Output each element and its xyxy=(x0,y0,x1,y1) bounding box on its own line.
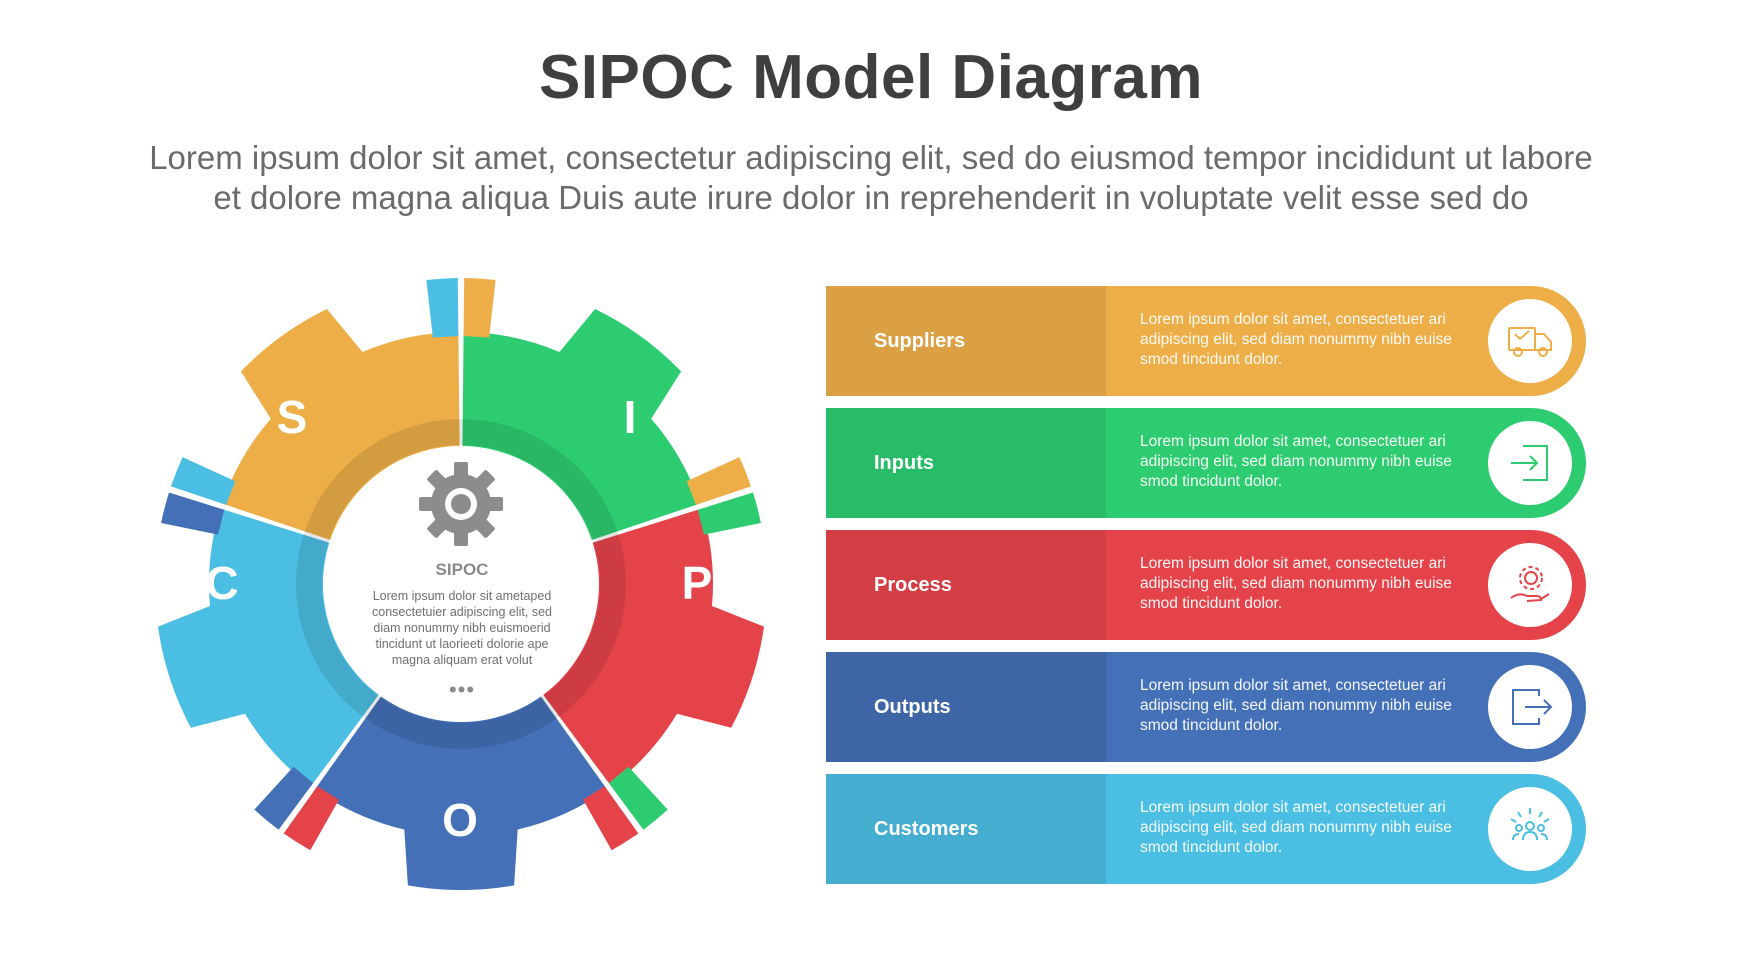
gear-center-title: SIPOC xyxy=(435,560,489,579)
row-description-line: Lorem ipsum dolor sit amet, consectetuer… xyxy=(1140,555,1446,572)
row-description-line: adipiscing elit, sed diam nonummy nibh e… xyxy=(1140,697,1452,714)
row-description-line: Lorem ipsum dolor sit amet, consectetuer… xyxy=(1140,677,1446,694)
row-description-line: smod tincidunt dolor. xyxy=(1140,595,1283,612)
gear-tooth xyxy=(161,492,225,535)
gear-center-text-line: consectetuier adipiscing elit, sed xyxy=(372,605,552,619)
row-description-line: adipiscing elit, sed diam nonummy nibh e… xyxy=(1140,453,1452,470)
gear-center-circle xyxy=(323,446,599,722)
row-label: Process xyxy=(874,574,952,596)
row-description: Lorem ipsum dolor sit amet, consectetuer… xyxy=(1140,432,1480,492)
hand-gear-icon xyxy=(1488,543,1572,627)
row-header: Inputs xyxy=(826,408,1106,518)
gear-tooth xyxy=(463,278,496,338)
row-description-line: adipiscing elit, sed diam nonummy nibh e… xyxy=(1140,819,1452,836)
gear-inner-ring xyxy=(296,419,626,749)
page-subtitle: Lorem ipsum dolor sit amet, consectetur … xyxy=(60,138,1682,218)
row-header: Suppliers xyxy=(826,286,1106,396)
gear-tooth xyxy=(426,278,459,338)
delivery-truck-icon xyxy=(1488,299,1572,383)
gear-segment-inputs xyxy=(462,309,700,542)
logout-arrow-icon xyxy=(1488,665,1572,749)
gear-tooth xyxy=(171,457,236,505)
login-arrow-icon xyxy=(1488,421,1572,505)
row-description: Lorem ipsum dolor sit amet, consectetuer… xyxy=(1140,676,1480,736)
gear-center-text-line: Lorem ipsum dolor sit ametaped xyxy=(372,589,552,603)
gear-segment-suppliers xyxy=(222,309,460,542)
subtitle-line-1: Lorem ipsum dolor sit amet, consectetur … xyxy=(149,139,1593,176)
gear-letter-p: P xyxy=(681,557,713,609)
gear-tooth xyxy=(254,766,314,830)
gear-tooth xyxy=(686,457,751,505)
page-title: SIPOC Model Diagram xyxy=(538,43,1204,112)
row-description-line: smod tincidunt dolor. xyxy=(1140,473,1283,490)
gear-center-text-line: tincidunt ut laorieeti dolorie ape xyxy=(375,637,549,651)
gear-center-text: Lorem ipsum dolor sit ametaped consectet… xyxy=(362,588,562,668)
gear-letter-i: I xyxy=(623,391,637,443)
gear-segment-outputs xyxy=(315,691,607,891)
more-dots-icon: ••• xyxy=(448,677,476,702)
sipoc-row-suppliers: Suppliers Lorem ipsum dolor sit amet, co… xyxy=(826,286,1586,396)
row-description-line: smod tincidunt dolor. xyxy=(1140,351,1283,368)
row-description-line: Lorem ipsum dolor sit amet, consectetuer… xyxy=(1140,799,1446,816)
subtitle-line-2: et dolore magna aliqua Duis aute irure d… xyxy=(213,179,1529,216)
row-description: Lorem ipsum dolor sit amet, consectetuer… xyxy=(1140,798,1480,858)
gear-letter-o: O xyxy=(442,794,478,846)
row-description-line: adipiscing elit, sed diam nonummy nibh e… xyxy=(1140,331,1452,348)
gear-tooth xyxy=(608,766,668,830)
row-label: Outputs xyxy=(874,696,951,718)
gear-icon xyxy=(419,462,503,546)
row-description-line: adipiscing elit, sed diam nonummy nibh e… xyxy=(1140,575,1452,592)
gear-center-text-line: magna aliquam erat volut xyxy=(391,653,533,667)
row-label: Suppliers xyxy=(874,330,966,352)
row-header: Customers xyxy=(826,774,1106,884)
gear-letter-c: C xyxy=(205,557,239,609)
row-header: Outputs xyxy=(826,652,1106,762)
sipoc-row-outputs: Outputs Lorem ipsum dolor sit amet, cons… xyxy=(826,652,1586,762)
gear-tooth xyxy=(583,786,639,851)
gear-tooth xyxy=(697,492,761,535)
gear-letter-s: S xyxy=(276,391,308,443)
row-description-line: Lorem ipsum dolor sit amet, consectetuer… xyxy=(1140,433,1446,450)
row-label: Inputs xyxy=(874,452,934,474)
row-description: Lorem ipsum dolor sit amet, consectetuer… xyxy=(1140,310,1480,370)
sipoc-row-customers: Customers Lorem ipsum dolor sit amet, co… xyxy=(826,774,1586,884)
row-description-line: smod tincidunt dolor. xyxy=(1140,717,1283,734)
gear-tooth xyxy=(283,786,339,851)
row-description-line: smod tincidunt dolor. xyxy=(1140,839,1283,856)
row-header: Process xyxy=(826,530,1106,640)
customers-group-icon xyxy=(1488,787,1572,871)
sipoc-row-inputs: Inputs Lorem ipsum dolor sit amet, conse… xyxy=(826,408,1586,518)
row-description: Lorem ipsum dolor sit amet, consectetuer… xyxy=(1140,554,1480,614)
row-label: Customers xyxy=(874,818,979,840)
gear-center-text-line: diam nonummy nibh euismoerid xyxy=(373,621,551,635)
row-description-line: Lorem ipsum dolor sit amet, consectetuer… xyxy=(1140,311,1446,328)
sipoc-row-process: Process Lorem ipsum dolor sit amet, cons… xyxy=(826,530,1586,640)
